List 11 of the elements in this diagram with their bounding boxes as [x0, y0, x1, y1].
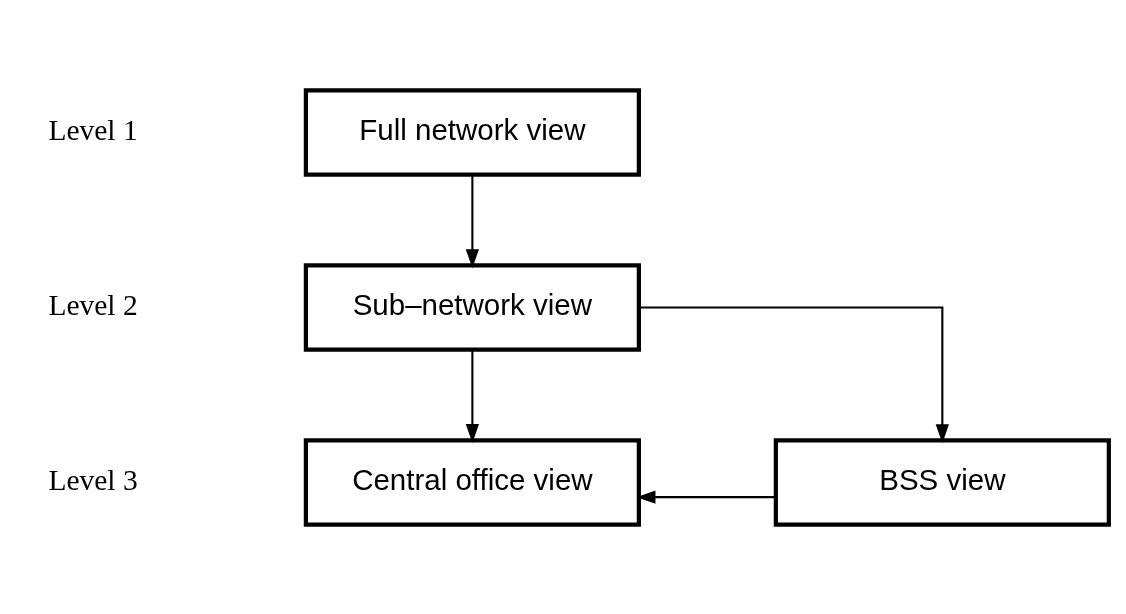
node-box: Central office view — [303, 437, 641, 527]
label: Level 1 — [48, 113, 138, 146]
arrow — [639, 305, 949, 443]
label: Level 2 — [48, 288, 138, 321]
arrow — [465, 174, 480, 268]
node-box: BSS view — [773, 437, 1111, 527]
node-box: Sub–network view — [303, 262, 641, 352]
arrow — [465, 349, 480, 443]
label: Level 3 — [48, 463, 138, 496]
node-box: Full network view — [303, 87, 641, 177]
arrow — [636, 490, 776, 504]
